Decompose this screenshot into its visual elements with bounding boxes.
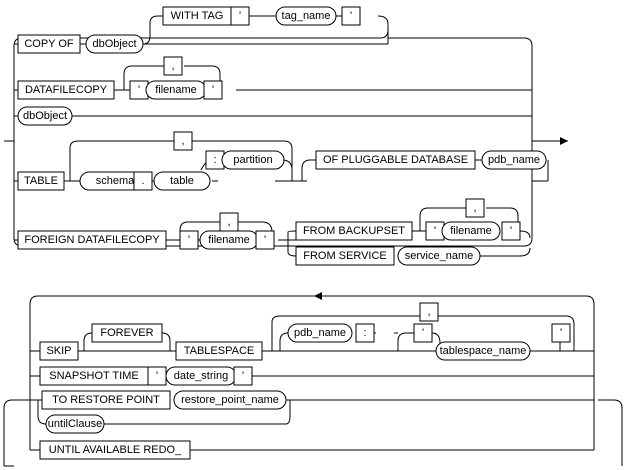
skip-label: SKIP [46,345,71,357]
tablespace-name-label: tablespace_name [440,345,527,357]
to-restore-point-keyword [41,390,171,410]
comma-b-label: , [181,135,184,147]
datafilecopy-label: DATAFILECOPY [25,84,108,96]
dbobject-b [17,106,73,126]
foreign-datafilecopy-keyword [17,230,167,250]
from-service-keyword [295,246,395,266]
quote-k-label: ' [156,370,158,382]
diagram-skip-until: SKIP FOREVER TABLESPACE , pdb_name : ' t… [3,292,623,467]
quote-i-label: ' [422,327,424,339]
tablespace-label: TABLESPACE [184,345,255,357]
forever-label: FOREVER [100,327,153,339]
service-name [397,246,481,266]
quote-l-label: ' [242,370,244,382]
quote-d [203,80,223,100]
from-backupset-label: FROM BACKUPSET [303,225,405,237]
tag-name [275,6,337,26]
comma-d-label: , [473,202,476,214]
pdb-name-a [481,150,547,170]
quote-b-label: ' [350,10,352,22]
diagram-restore-source: COPY OF dbObject WITH TAG ' tag_name ' D… [4,6,568,266]
until-available-redo-keyword [39,440,191,460]
with-tag-label: WITH TAG [171,10,224,22]
comma-e-label: , [427,306,430,318]
to-restore-point-label: TO RESTORE POINT [52,394,160,406]
quote-j-label: ' [560,327,562,339]
tablespace-name [435,341,531,361]
until-clause-label: untilClause [48,418,102,430]
date-string-label: date_string [174,370,228,382]
comma-a [163,56,183,76]
quote-b [341,6,361,26]
tag-name-label: tag_name [282,10,331,22]
quote-i [413,323,433,343]
colon-b [355,323,375,343]
restore-point-name [173,390,287,410]
dot [133,171,153,191]
quote-e-label: ' [188,234,190,246]
dbobject-a [85,34,144,54]
quote-a-label: ' [239,10,241,22]
restore-point-name-label: restore_point_name [181,394,279,406]
quote-f-label: ' [264,234,266,246]
of-pluggable-label: OF PLUGGABLE DATABASE [323,154,468,166]
quote-h [501,221,521,241]
copy-of-keyword [17,34,81,54]
from-service-label: FROM SERVICE [303,250,387,262]
dbobject-a-label: dbObject [92,38,136,50]
comma-e [419,302,439,322]
colon-b-label: : [363,327,366,339]
filename-a-label: filename [155,84,197,96]
dbobject-b-label: dbObject [23,110,67,122]
table-keyword [17,171,65,191]
filename-c [441,221,501,241]
quote-l [233,366,253,386]
datafilecopy-keyword [17,80,115,100]
dot-label: . [141,175,144,187]
of-pluggable-keyword [315,150,476,170]
service-name-label: service_name [405,250,473,262]
filename-b-label: filename [208,234,250,246]
quote-f [255,230,275,250]
until-available-redo-label: UNTIL AVAILABLE REDO_ [49,444,182,456]
table-name-label: table [170,175,194,187]
comma-c-label: , [227,216,230,228]
quote-d-label: ' [212,84,214,96]
forever-keyword [91,323,163,343]
comma-b [173,131,193,151]
colon-a-label: : [213,154,216,166]
quote-e [179,230,199,250]
table-name [153,171,211,191]
pdb-name-b [287,323,353,343]
skip-keyword [39,341,79,361]
quote-j [551,323,571,343]
partition [221,150,285,170]
copy-of-label: COPY OF [24,38,74,50]
partition-label: partition [233,154,272,166]
quote-h-label: ' [510,225,512,237]
comma-a-label: , [171,60,174,72]
from-backupset-keyword [295,221,413,241]
quote-c-label: ' [138,84,140,96]
filename-c-label: filename [450,225,492,237]
comma-d [465,198,485,218]
tablespace-keyword [175,341,263,361]
until-clause [45,414,105,434]
pdb-name-a-label: pdb_name [488,154,540,166]
table-label: TABLE [24,175,58,187]
quote-g-label: ' [434,225,436,237]
pdb-name-b-label: pdb_name [294,327,346,339]
snapshot-time-label: SNAPSHOT TIME [49,370,138,382]
foreign-datafilecopy-label: FOREIGN DATAFILECOPY [24,234,160,246]
quote-a [230,6,250,26]
schema-label: schema [96,175,135,187]
